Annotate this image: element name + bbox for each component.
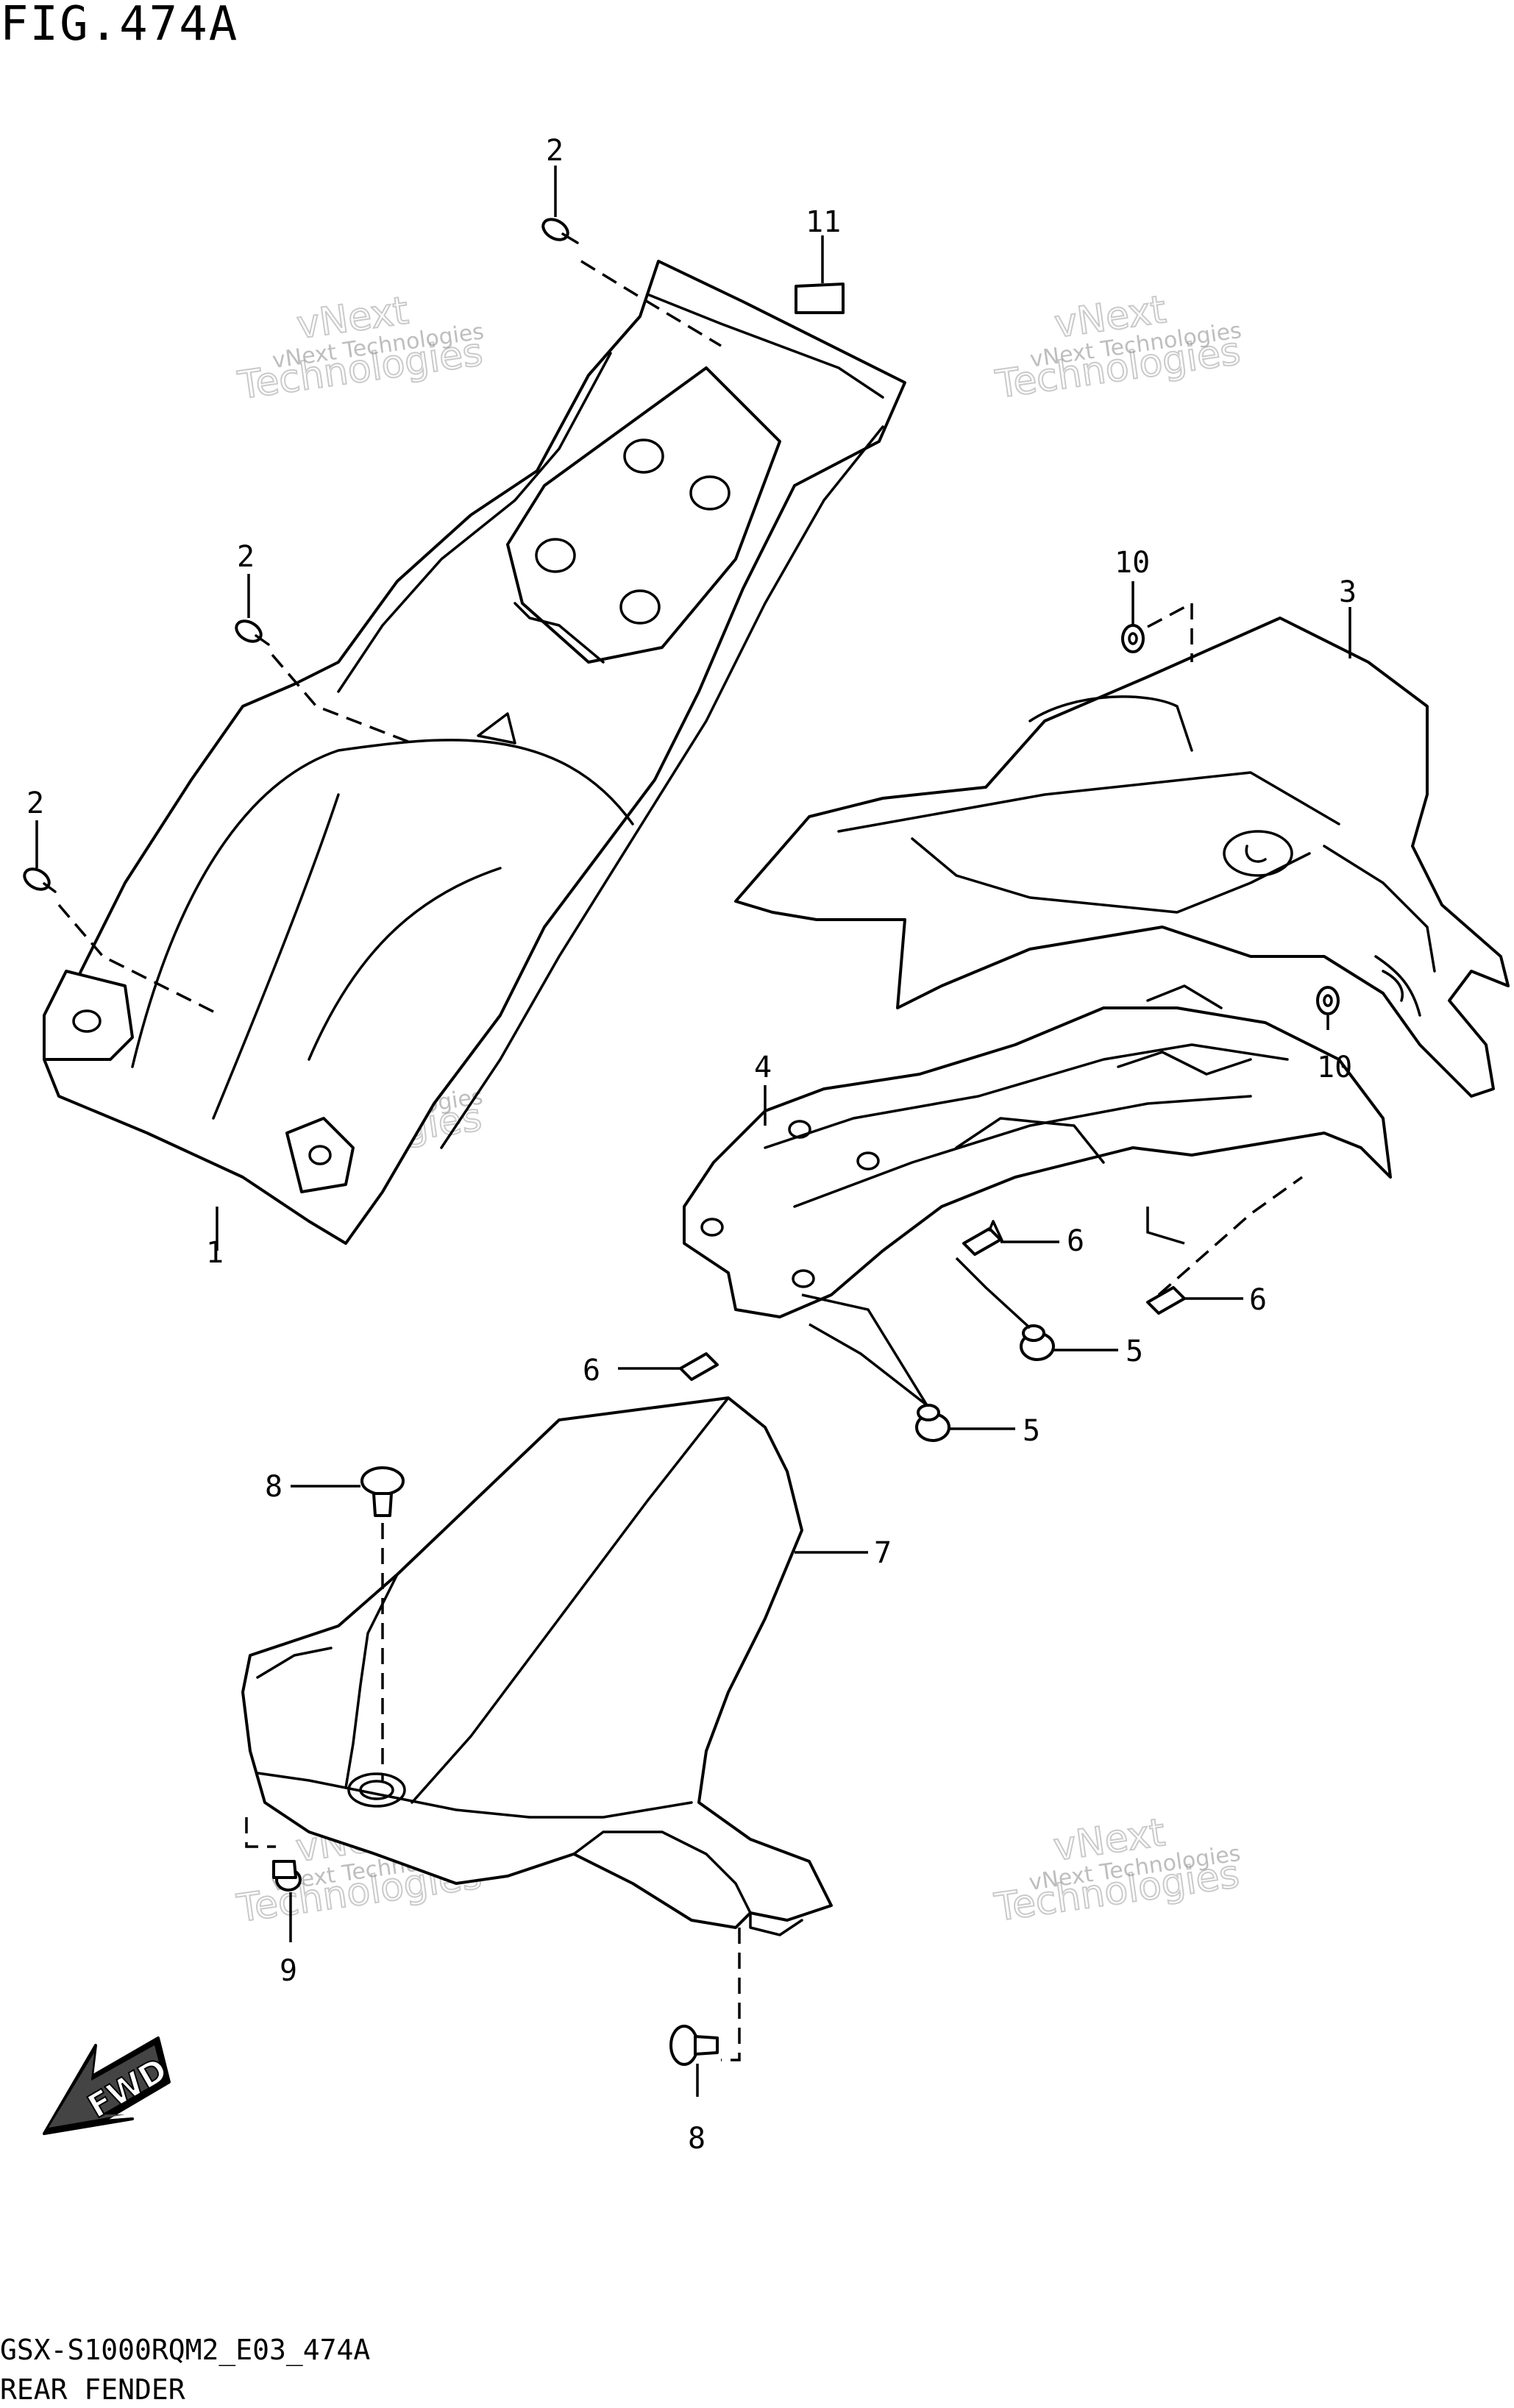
part-8-bolt-top[interactable]	[360, 1466, 405, 1517]
section-name: REAR FENDER	[0, 2373, 185, 2406]
part-2-screw-top[interactable]	[539, 216, 579, 244]
callout-8-bottom: 8	[688, 2122, 706, 2156]
figure-title: FIG.474A	[0, 0, 239, 52]
callout-3: 3	[1339, 575, 1357, 609]
part-6-screw-a[interactable]	[962, 1220, 1003, 1256]
part-2-screw-middle[interactable]	[232, 617, 270, 646]
part-5-clip-b[interactable]	[915, 1404, 950, 1442]
part-8-bolt-bottom[interactable]	[669, 2025, 719, 2066]
callout-6a: 6	[1067, 1224, 1084, 1258]
fwd-direction-arrow: FWD	[43, 2036, 174, 2135]
watermark-top-left: vNext Technologies vNext Technologies	[235, 288, 486, 409]
dash-2-left	[57, 903, 221, 1017]
callout-4: 4	[754, 1051, 772, 1084]
dash-6b	[1157, 1176, 1304, 1296]
part-3-rear-fender-cover[interactable]	[734, 617, 1510, 1098]
watermark-bottom-right: vNext Technologies vNext Technologies	[991, 1810, 1243, 1931]
callout-8-top: 8	[265, 1470, 282, 1504]
dash-2-middle	[271, 653, 413, 745]
part-2-screw-left[interactable]	[21, 865, 57, 894]
leader-5-converge	[801, 1293, 928, 1407]
leader-5a-converge	[955, 1257, 1031, 1329]
callout-2-left: 2	[26, 786, 44, 820]
part-4-rear-fender-brace[interactable]	[683, 984, 1392, 1318]
callout-5a: 5	[1126, 1335, 1143, 1368]
callout-10-bottom: 10	[1317, 1051, 1352, 1084]
part-9-fastener[interactable]	[272, 1860, 302, 1892]
part-11-label[interactable]	[795, 283, 845, 314]
leader-cover-brace-l	[1146, 1207, 1185, 1245]
callout-1: 1	[206, 1236, 224, 1270]
part-6-screw-b[interactable]	[1146, 1286, 1186, 1315]
callout-10-top: 10	[1115, 546, 1150, 580]
callout-6c: 6	[583, 1354, 600, 1388]
dash-8-bottom	[721, 1928, 741, 2061]
callout-11: 11	[806, 205, 841, 239]
part-1-rear-fender-inner[interactable]	[43, 260, 906, 1245]
part-7-rear-hugger[interactable]	[241, 1396, 833, 1936]
model-code: GSX-S1000RQM2_E03_474A	[0, 2334, 371, 2366]
part-6-screw-c[interactable]	[679, 1352, 719, 1381]
dash-2-top	[580, 260, 722, 347]
callout-2-middle: 2	[237, 540, 255, 574]
part-10-nut-bottom[interactable]	[1316, 986, 1340, 1015]
dash-10-top	[1147, 601, 1193, 662]
part-5-clip-a[interactable]	[1020, 1324, 1055, 1361]
callout-7: 7	[874, 1536, 892, 1570]
part-10-nut-top[interactable]	[1121, 624, 1145, 653]
callout-5b: 5	[1023, 1414, 1040, 1448]
watermark-top-right: vNext Technologies vNext Technologies	[992, 287, 1243, 408]
dash-9	[245, 1817, 276, 1848]
callout-2-top: 2	[546, 134, 564, 168]
callout-9: 9	[280, 1954, 297, 1988]
callout-6b: 6	[1249, 1283, 1267, 1317]
